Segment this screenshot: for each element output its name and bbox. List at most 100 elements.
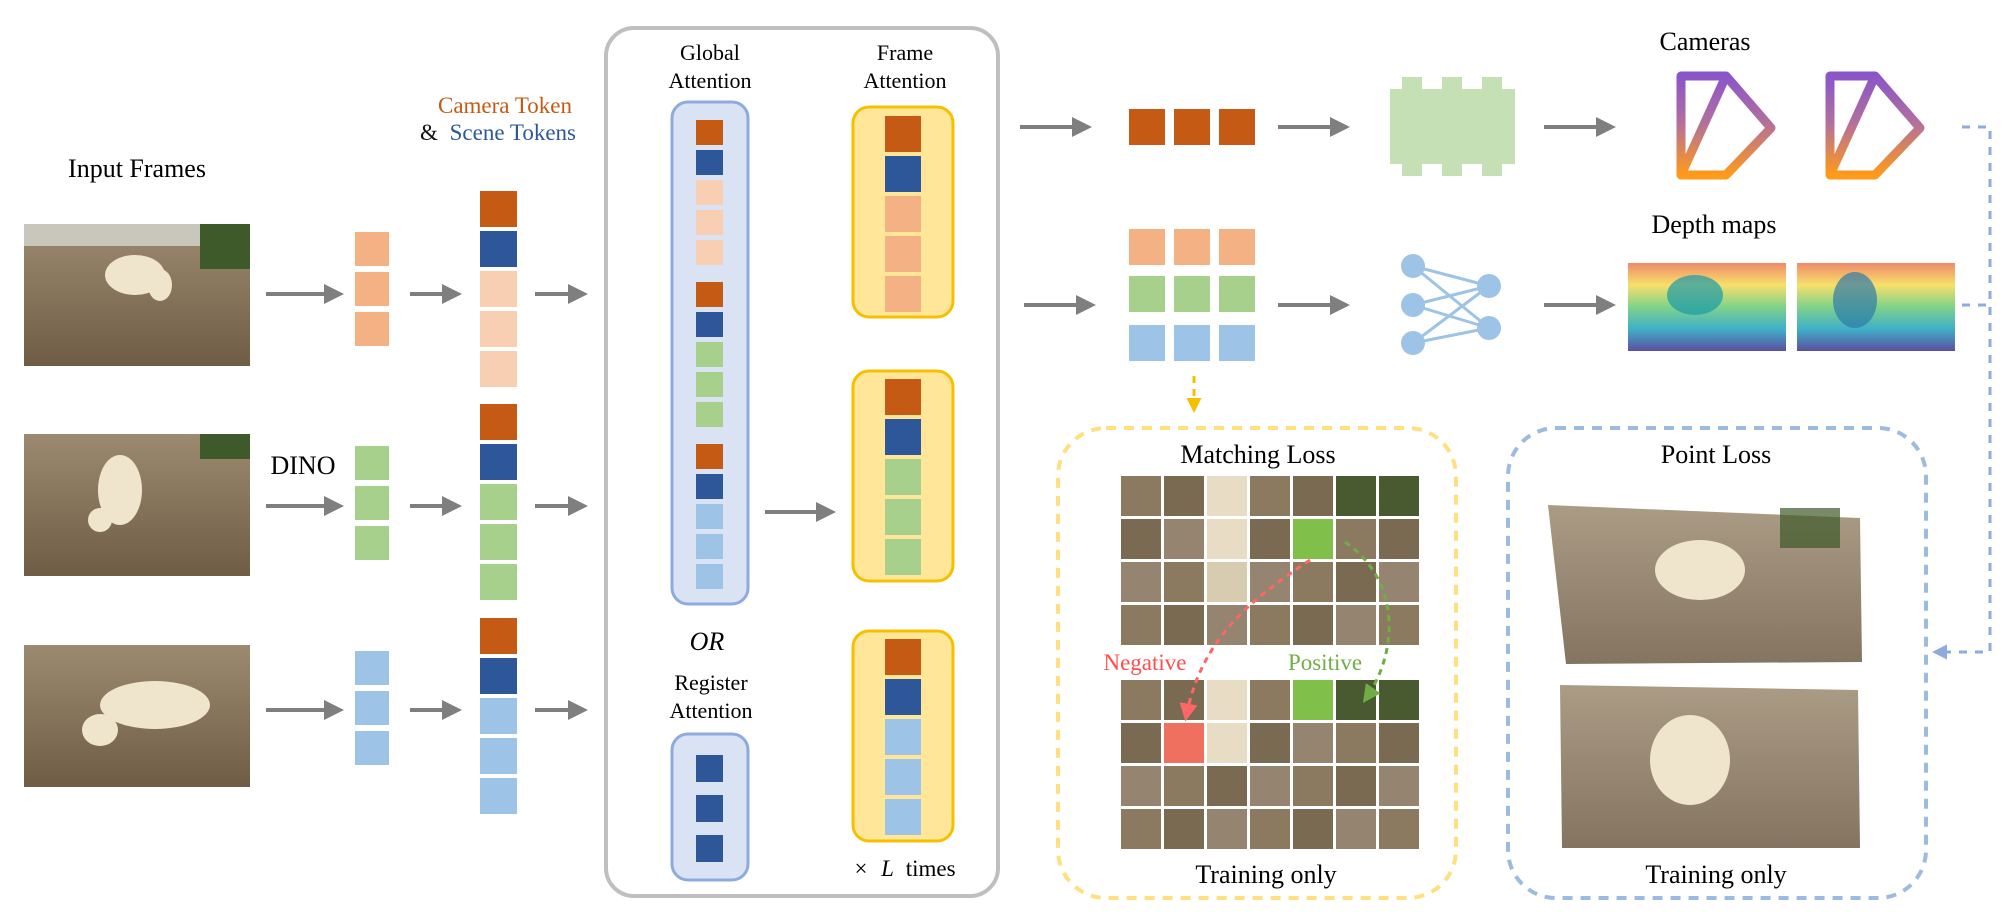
image-patch [1250, 809, 1290, 849]
image-patch [1379, 723, 1419, 763]
image-patch [1379, 605, 1419, 645]
dino-patches-frame-2 [355, 446, 389, 560]
image-patch [1121, 766, 1161, 806]
image-patch [1164, 809, 1204, 849]
image-patch [1207, 723, 1247, 763]
image-patch [1207, 680, 1247, 720]
image-patch [1121, 723, 1161, 763]
image-patch [1121, 476, 1161, 516]
global-attention-title-line2: Attention [668, 68, 751, 93]
frame-attention-frame-1 [851, 105, 955, 319]
image-patch [1250, 476, 1290, 516]
image-patch [1164, 562, 1204, 602]
input-frame-1 [24, 224, 250, 366]
image-patch [1207, 809, 1247, 849]
matching-grid-bottom [1121, 680, 1419, 849]
matching-grid-top [1121, 476, 1419, 645]
image-patch [1250, 519, 1290, 559]
image-patch [1336, 562, 1376, 602]
cameras-title: Cameras [1660, 27, 1751, 56]
image-patch [1293, 519, 1333, 559]
image-patch [1379, 766, 1419, 806]
frame-attention-frame-2 [851, 369, 955, 583]
layer-repeat-label: × L times [854, 856, 955, 881]
image-patch [1336, 766, 1376, 806]
point-training-only-label: Training only [1645, 860, 1786, 889]
image-patch [1164, 680, 1204, 720]
depth-map-2 [1797, 263, 1955, 351]
register-attention-title-line2: Attention [669, 698, 752, 723]
scene-tokens-output [1129, 229, 1255, 361]
point-cloud-2 [1560, 685, 1860, 848]
dino-patches-frame-3 [355, 651, 389, 765]
matching-training-only-label: Training only [1195, 860, 1336, 889]
depth-map-1 [1628, 263, 1786, 351]
image-patch [1207, 605, 1247, 645]
image-patch [1250, 605, 1290, 645]
image-patch [1121, 519, 1161, 559]
image-patch [1250, 680, 1290, 720]
image-patch [1250, 766, 1290, 806]
global-attention-column [670, 100, 750, 606]
frame-attention-title-line1: Frame [877, 40, 933, 65]
scene-tokens-legend: & Scene Tokens [420, 120, 576, 145]
depth-maps-title: Depth maps [1652, 210, 1777, 239]
image-patch [1121, 809, 1161, 849]
register-attention-column [670, 732, 750, 882]
input-frame-2 [24, 434, 250, 576]
image-patch [1379, 809, 1419, 849]
dino-label: DINO [271, 451, 336, 480]
token-column-frame-1 [480, 191, 517, 387]
dino-patches-frame-1 [355, 232, 389, 346]
image-patch [1293, 680, 1333, 720]
point-loss-title: Point Loss [1661, 440, 1772, 469]
image-patch [1121, 680, 1161, 720]
input-frame-3 [24, 645, 250, 787]
image-patch [1207, 766, 1247, 806]
camera-token-label: Camera Token [438, 93, 573, 118]
image-patch [1336, 519, 1376, 559]
image-patch [1336, 680, 1376, 720]
camera-tokens-output [1129, 109, 1255, 145]
image-patch [1250, 562, 1290, 602]
camera-head [1390, 77, 1515, 176]
token-column-frame-2 [480, 404, 517, 600]
alternating-attention-block [604, 26, 1000, 898]
image-patch [1379, 680, 1419, 720]
frame-attention-title-line2: Attention [863, 68, 946, 93]
image-patch [1336, 723, 1376, 763]
matching-loss-title: Matching Loss [1180, 440, 1335, 469]
image-patch [1121, 605, 1161, 645]
image-patch [1293, 476, 1333, 516]
point-cloud-1 [1548, 505, 1862, 664]
image-patch [1207, 562, 1247, 602]
image-patch [1336, 605, 1376, 645]
image-patch [1164, 476, 1204, 516]
frame-attention-frame-3 [851, 629, 955, 843]
camera-frustum-icon [1676, 71, 1776, 180]
image-patch [1293, 723, 1333, 763]
image-patch [1293, 766, 1333, 806]
scene-tokens-label: Scene Tokens [450, 120, 576, 145]
image-patch [1164, 605, 1204, 645]
point-loss-connector [1932, 125, 1992, 660]
input-frames-title: Input Frames [68, 154, 206, 183]
image-patch [1379, 476, 1419, 516]
image-patch [1207, 519, 1247, 559]
matching-loss-box [1056, 426, 1458, 900]
image-patch [1293, 605, 1333, 645]
image-patch [1250, 723, 1290, 763]
and-label: & [420, 120, 438, 145]
image-patch [1164, 766, 1204, 806]
mlp-network-icon [1401, 254, 1501, 355]
point-loss-box [1506, 426, 1928, 900]
global-attention-title-line1: Global [680, 40, 740, 65]
negative-match-arrow [1179, 558, 1311, 722]
or-label: OR [690, 627, 725, 656]
image-patch [1336, 476, 1376, 516]
image-patch [1336, 809, 1376, 849]
image-patch [1207, 476, 1247, 516]
positive-match-arrow [1344, 540, 1391, 703]
register-attention-title-line1: Register [674, 670, 748, 695]
